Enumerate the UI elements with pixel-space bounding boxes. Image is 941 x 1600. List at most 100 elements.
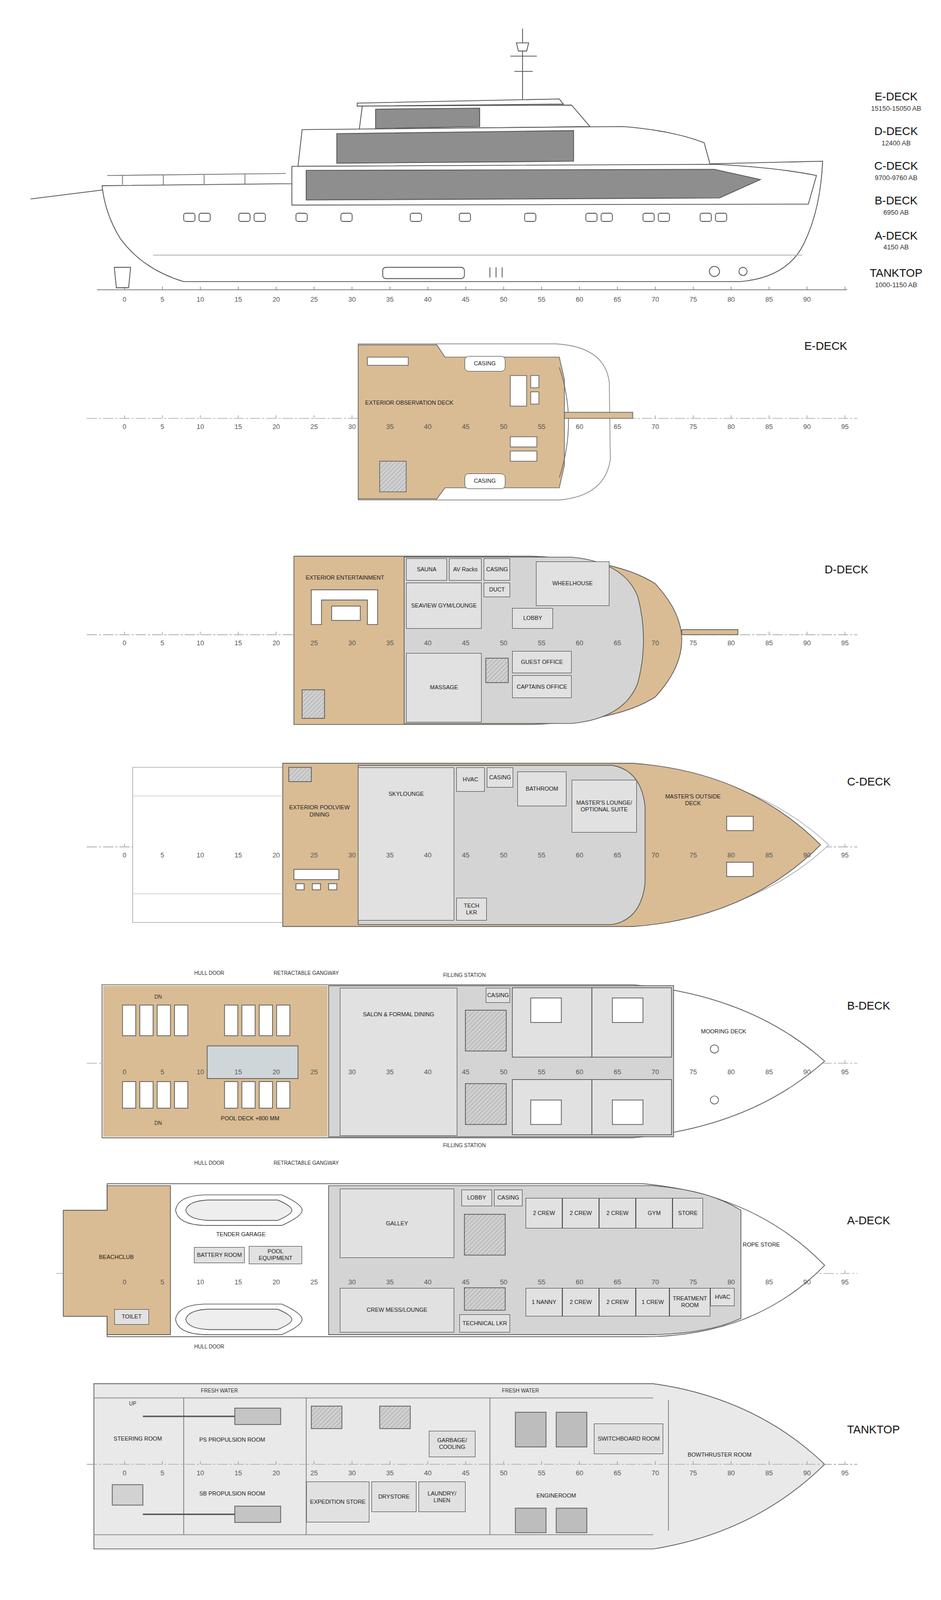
frame-number: 75	[689, 851, 697, 859]
b-deck-plan	[139, 1081, 154, 1108]
side-profile	[199, 213, 211, 222]
frame-number: 65	[613, 1277, 621, 1285]
d-deck-plan	[331, 605, 361, 621]
frame-number: 5	[160, 1277, 164, 1285]
frame-number: 15	[234, 295, 242, 303]
b-deck-plan	[530, 997, 644, 1125]
side-profile	[107, 173, 286, 185]
frame-number: 30	[348, 851, 356, 859]
deck-plan: E-DECKCASINGEXTERIOR OBSERVATION DECKCAS…	[352, 341, 620, 503]
side-profile	[715, 213, 727, 222]
deck-area: MASTER'S OUTSIDE DECK	[661, 787, 725, 812]
a-deck-plan	[185, 1308, 292, 1329]
frame-number: 25	[310, 1067, 318, 1075]
frame-number: 80	[727, 423, 735, 430]
room-box: 2 CREW	[599, 1287, 636, 1317]
room-box: MASSAGE	[406, 652, 482, 723]
room-box: GYM	[635, 1197, 673, 1229]
deck-title: C-DECK	[846, 775, 891, 788]
e-deck-plan	[357, 344, 610, 501]
d-deck-plan	[311, 589, 378, 625]
tanktop-plan	[112, 1484, 143, 1505]
room-box: LOBBY	[461, 1189, 492, 1206]
room-box: CAPTAINS OFFICE	[512, 675, 572, 698]
side-profile	[643, 213, 655, 222]
room-name: CASING	[473, 477, 497, 485]
room-box: 2 CREW	[562, 1287, 600, 1317]
frame-number: 85	[765, 423, 773, 430]
room-name: CASING	[473, 360, 497, 367]
a-deck-plan	[464, 1287, 506, 1310]
room-box: HVAC	[710, 1287, 735, 1306]
tanktop-plan	[183, 1397, 669, 1535]
b-deck-plan	[512, 987, 592, 1057]
deck-level: C-DECK	[874, 160, 918, 172]
frame-number: 80	[727, 639, 735, 647]
room-box: LOBBY	[512, 607, 554, 629]
room-box: 2 CREW	[599, 1197, 636, 1229]
frame-number: 10	[196, 851, 204, 859]
deck-height: 12400 AB	[881, 139, 911, 147]
room-name: TENDER GARAGE	[215, 1230, 266, 1238]
side-profile	[585, 213, 597, 222]
room-name: CASING	[485, 565, 509, 573]
a-deck-plan	[63, 1183, 825, 1337]
deck-area: MOORING DECK	[694, 1025, 754, 1038]
deck-area: BEACHCLUB	[90, 1250, 144, 1264]
room-box: SEAVIEW GYM/LOUNGE	[406, 582, 482, 629]
frame-number: 45	[461, 1277, 470, 1285]
side-profile	[96, 289, 847, 291]
frame-number: 95	[841, 1468, 849, 1476]
side-profile	[521, 28, 524, 100]
frame-number: 30	[348, 1468, 356, 1476]
callout: DN	[154, 1120, 162, 1126]
callout: HULL DOOR	[193, 1160, 224, 1166]
b-deck-plan	[512, 987, 672, 1135]
room-name: MOORING DECK	[700, 1027, 747, 1035]
frame-number: 20	[272, 1277, 280, 1285]
frame-number: 20	[272, 295, 280, 303]
c-deck-plan	[312, 883, 321, 890]
side-profile	[516, 42, 529, 52]
frame-number: 15	[234, 1277, 242, 1285]
frame-number: 45	[461, 639, 470, 647]
room-name: MASTER'S LOUNGE/ OPTIONAL SUITE	[573, 799, 636, 813]
side-profile	[601, 213, 613, 222]
b-deck-plan	[512, 1079, 592, 1134]
deck-area: STEERING ROOM	[101, 1432, 174, 1445]
frame-number: 35	[386, 851, 394, 859]
frame-number: 20	[272, 1468, 280, 1476]
deck-level: B-DECK	[874, 195, 918, 207]
b-deck-plan	[276, 1081, 291, 1108]
a-deck-plan	[328, 1185, 741, 1335]
callout: UP	[129, 1400, 137, 1407]
frame-number: 35	[386, 295, 394, 303]
b-deck-plan	[612, 997, 644, 1023]
frame-number: 80	[727, 295, 735, 303]
room-box: POOL EQUIPMENT	[248, 1245, 303, 1264]
room-box: HVAC	[456, 767, 485, 792]
frame-number: 85	[765, 639, 773, 647]
frame-number: 85	[765, 295, 773, 303]
callout: FILLING STATION	[442, 972, 486, 978]
frame-number: 10	[196, 639, 204, 647]
room-box: TECHNICAL LKR	[459, 1313, 511, 1333]
room-name: SWITCHBOARD ROOM	[596, 1435, 661, 1442]
room-name: HVAC	[714, 1293, 731, 1301]
frame-number: 0	[122, 1067, 127, 1075]
b-deck-plan	[465, 1083, 507, 1125]
c-deck-plan	[726, 861, 754, 877]
deck-area: ROPE STORE	[740, 1238, 782, 1251]
b-deck-plan	[530, 1099, 562, 1125]
frame-number: 85	[765, 1277, 773, 1285]
room-name: CAPTAINS OFFICE	[516, 683, 569, 691]
frame-number: 90	[803, 295, 811, 303]
room-name: EXTERIOR POOLVIEW DINING	[286, 803, 352, 818]
deck-level: D-DECK	[874, 125, 918, 138]
room-name: LOBBY	[522, 614, 543, 622]
frame-number: 15	[234, 639, 242, 647]
frame-number: 50	[499, 1468, 507, 1476]
frame-number: 30	[348, 639, 356, 647]
c-deck-plan	[328, 883, 337, 890]
